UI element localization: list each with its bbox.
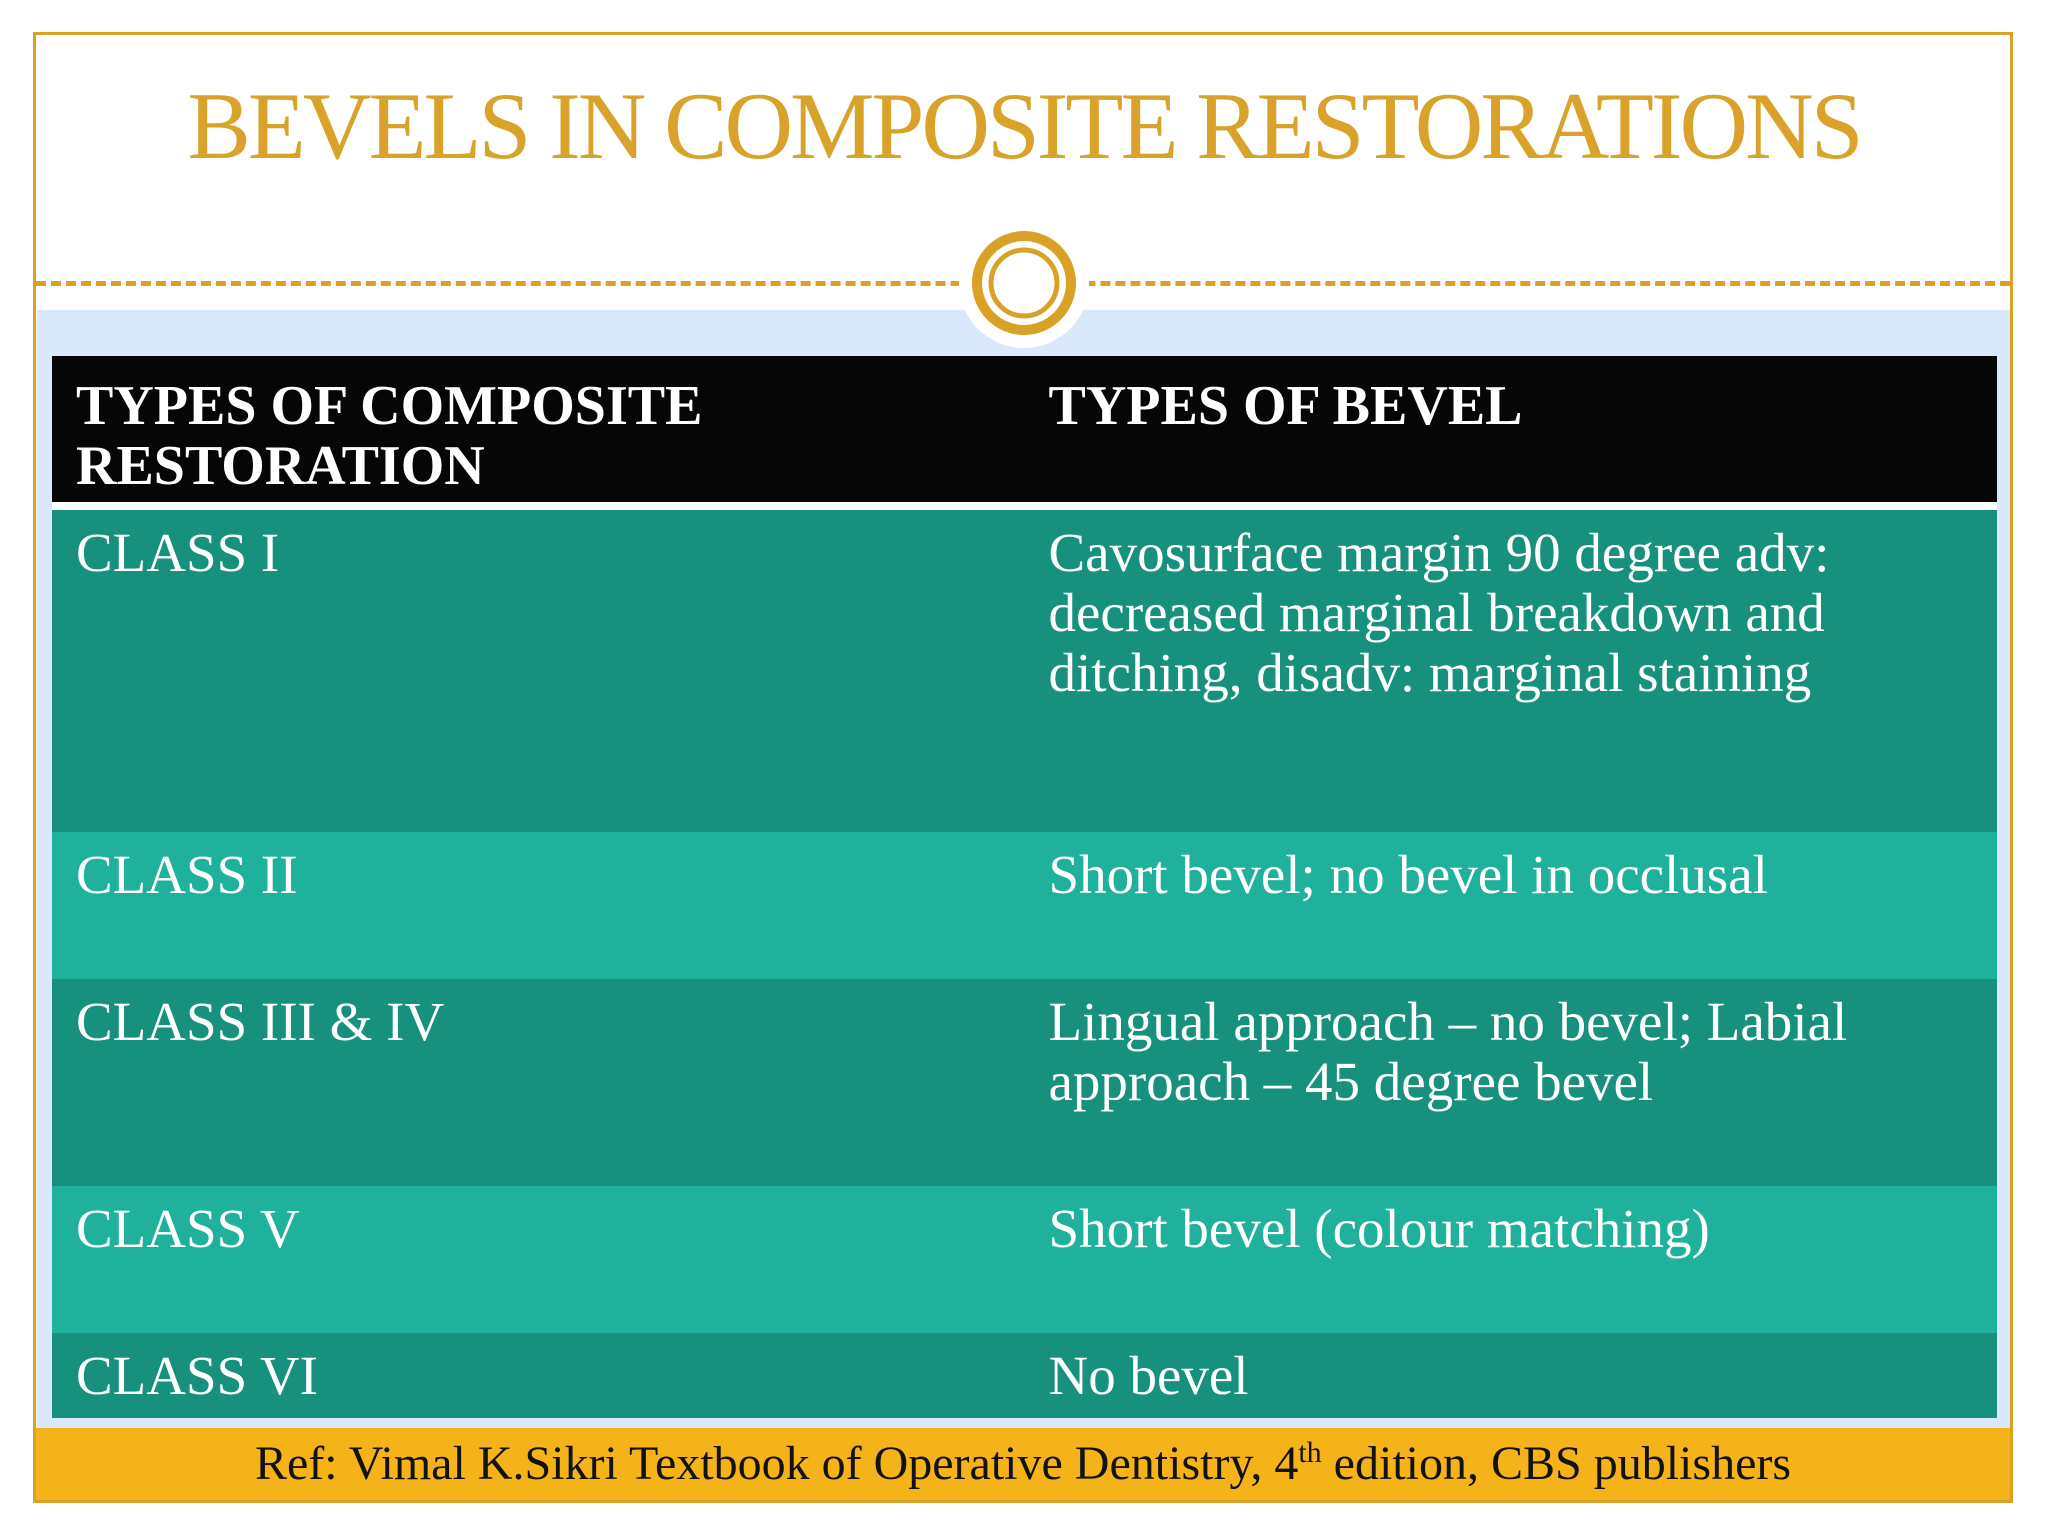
reference-superscript: th [1298,1436,1322,1469]
slide-border [33,32,2013,1503]
table-header-row: TYPES OF COMPOSITE RESTORATION TYPES OF … [52,356,1997,502]
reference-text: Ref: Vimal K.Sikri Textbook of Operative… [254,1437,1299,1490]
bevel-type-cell: Lingual approach – no bevel; Labial appr… [1048,991,1848,1112]
restoration-class-cell: CLASS VI [76,1345,318,1406]
header-types-of-composite-restoration: TYPES OF COMPOSITE RESTORATION [76,375,703,497]
bevel-type-cell: Short bevel; no bevel in occlusal [1048,844,1768,905]
bevel-type-cell: Cavosurface margin 90 degree adv: decrea… [1048,522,1830,703]
restoration-class-cell: CLASS V [76,1198,300,1259]
bevels-table: TYPES OF COMPOSITE RESTORATION TYPES OF … [52,356,1997,1418]
restoration-class-cell: CLASS II [76,844,298,905]
slide-title: BEVELS IN COMPOSITE RESTORATIONS [187,73,1863,179]
header-separator [52,502,1997,510]
header-types-of-bevel: TYPES OF BEVEL [1048,375,1523,437]
restoration-class-cell: CLASS I [76,522,280,583]
table-row-class-6: CLASS VI No bevel [52,1333,1997,1418]
table-row-class-5: CLASS V Short bevel (colour matching) [52,1186,1997,1333]
table-row-class-2: CLASS II Short bevel; no bevel in occlus… [52,832,1997,979]
restoration-class-cell: CLASS III & IV [76,991,445,1052]
table-row-class-3-4: CLASS III & IV Lingual approach – no bev… [52,979,1997,1186]
table-row-class-1: CLASS I Cavosurface margin 90 degree adv… [52,510,1997,832]
reference-footer: Ref: Vimal K.Sikri Textbook of Operative… [36,1428,2010,1500]
bevel-type-cell: Short bevel (colour matching) [1048,1198,1710,1259]
circle-ornament-icon [959,218,1089,348]
bevel-type-cell: No bevel [1048,1345,1249,1406]
reference-text-suffix: edition, CBS publishers [1321,1437,1792,1490]
